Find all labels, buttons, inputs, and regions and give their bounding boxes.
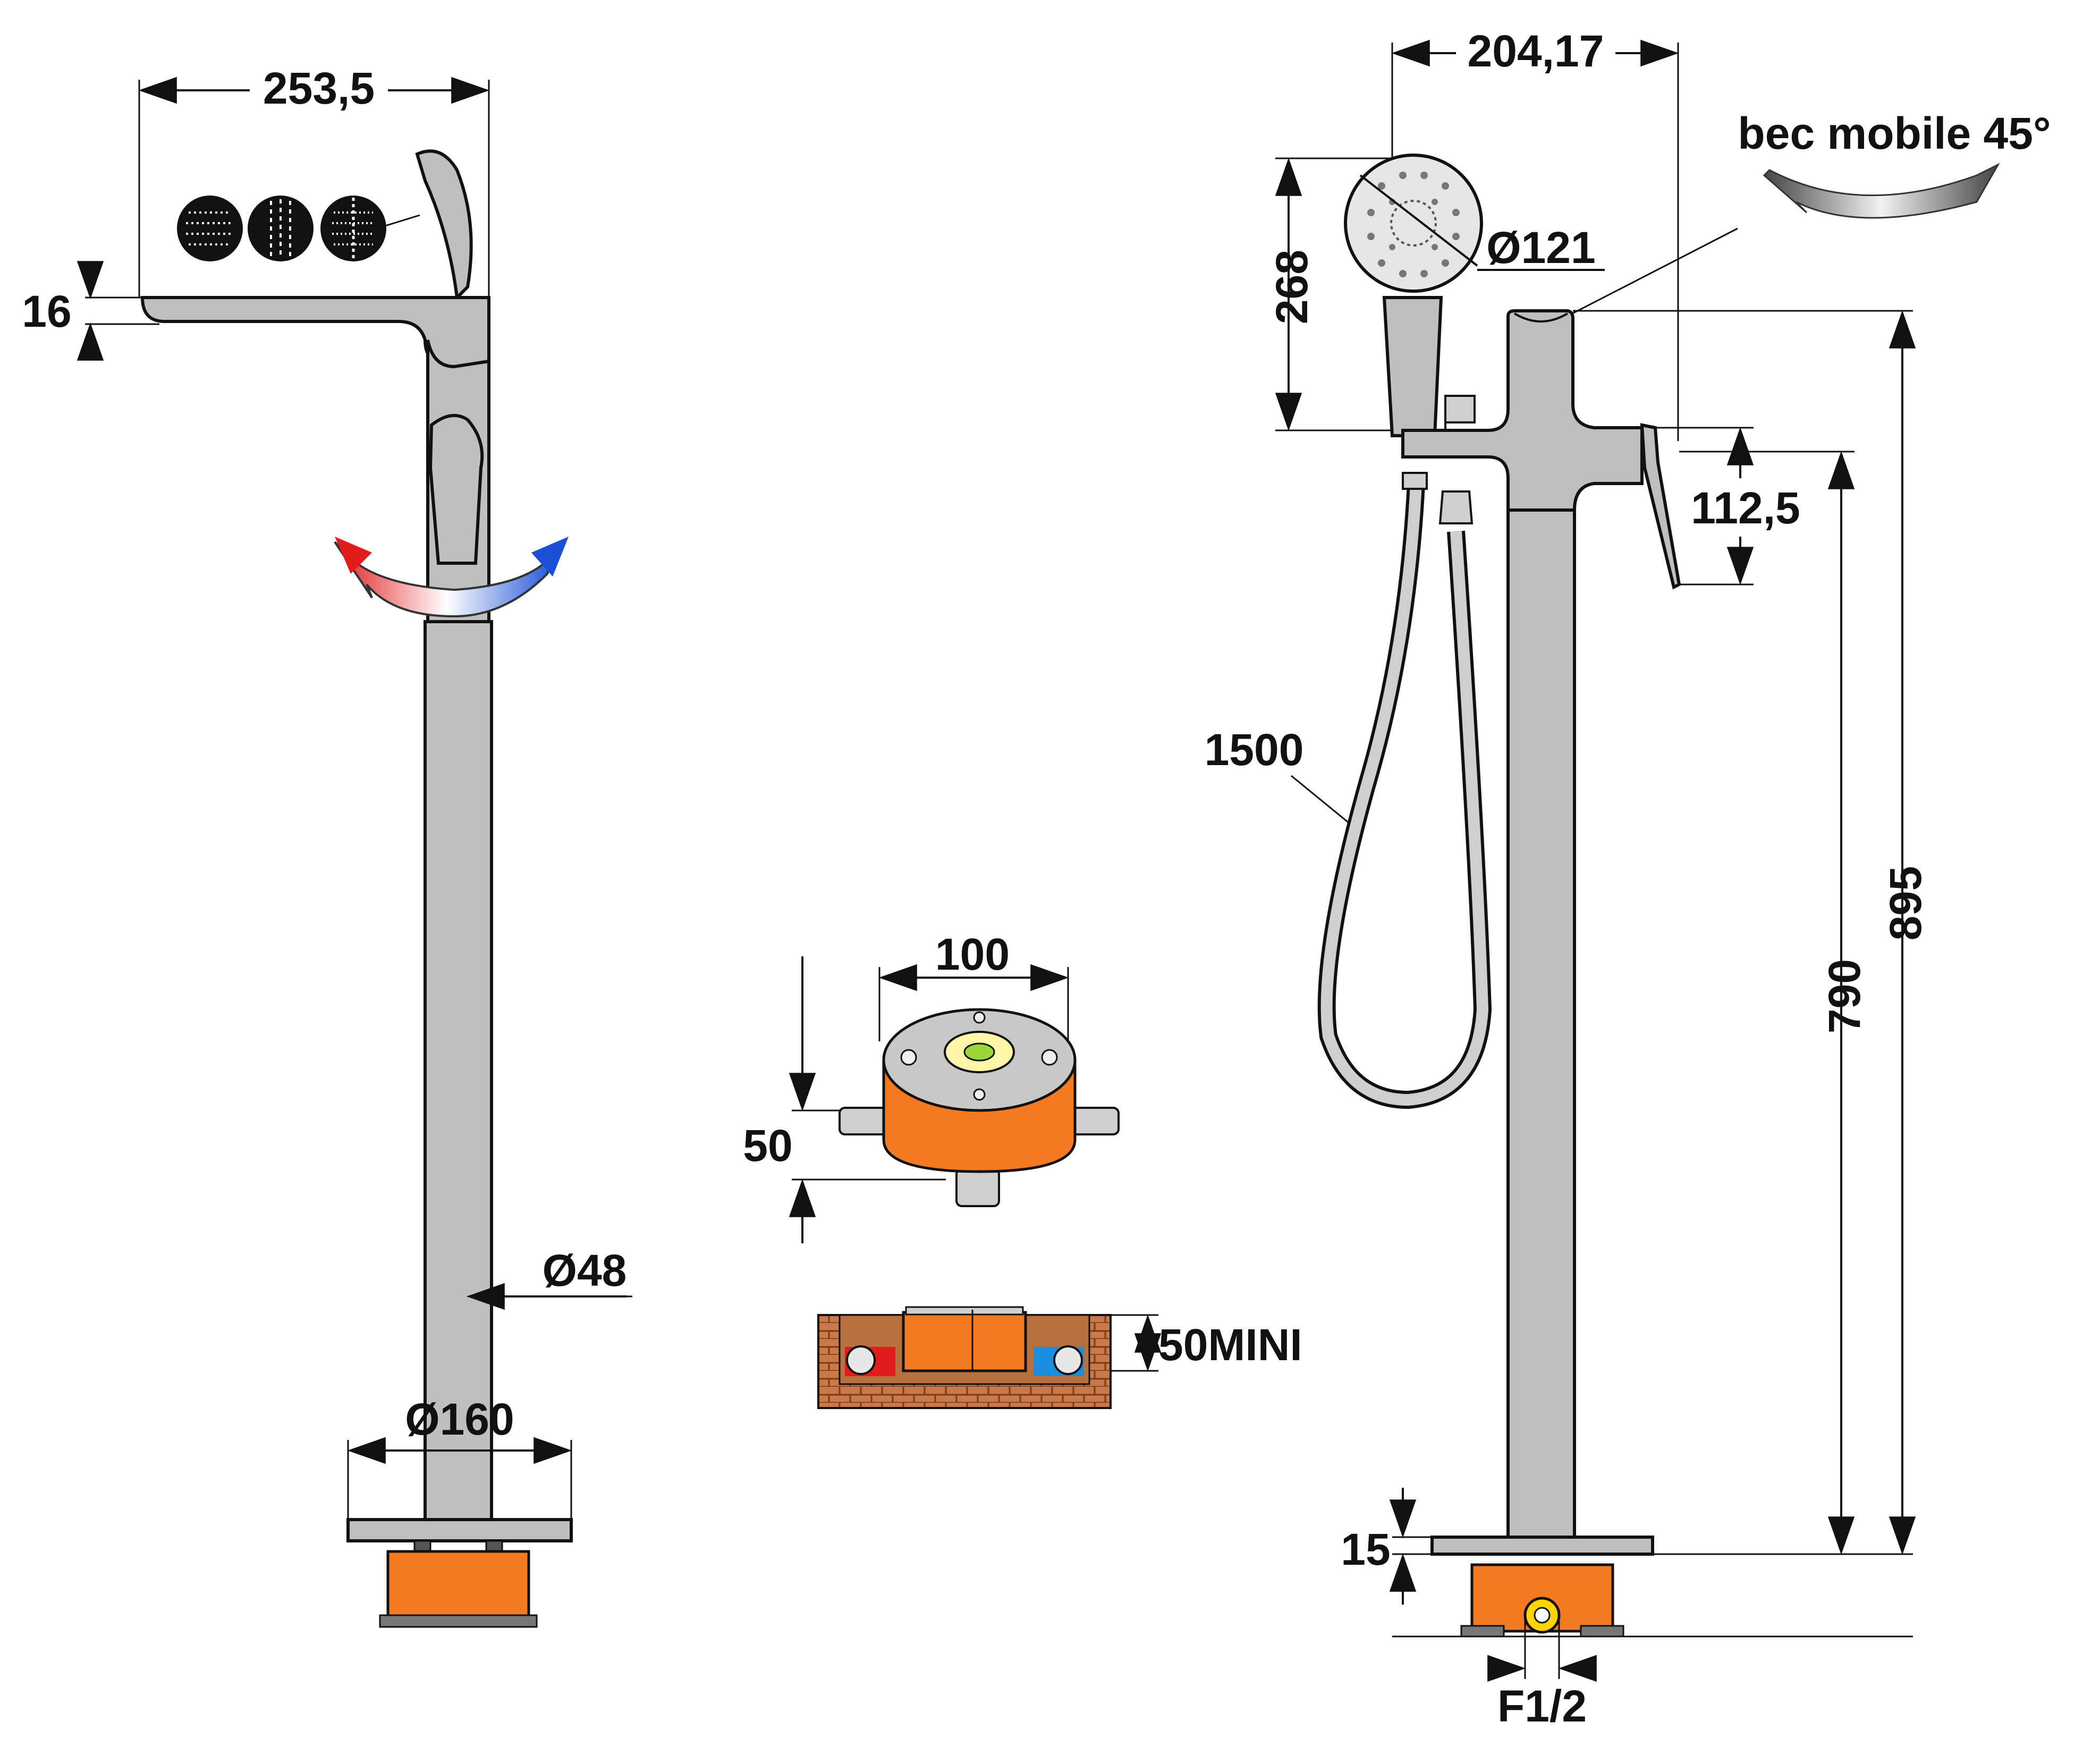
shower-head bbox=[1344, 154, 1483, 437]
dim-outlet-height: 790 bbox=[1819, 959, 1869, 1033]
spray-mode-jet-icon bbox=[248, 196, 314, 261]
dim-total-height: 895 bbox=[1881, 866, 1930, 940]
mixer-lever bbox=[428, 414, 484, 565]
dim-base-diameter: Ø160 bbox=[405, 1394, 514, 1444]
dim-box-width: 100 bbox=[935, 929, 1010, 979]
dim-shower-diameter: Ø121 bbox=[1486, 223, 1596, 273]
mounting-box bbox=[386, 1550, 530, 1622]
column-pipe bbox=[424, 620, 493, 1521]
spout-rotation-label: bec mobile 45° bbox=[1738, 108, 2051, 158]
swivel-arrow-icon bbox=[1763, 163, 2000, 219]
mounting-box-detail: 100 50 50MINI bbox=[743, 929, 1302, 1409]
spray-mode-rain-icon bbox=[177, 196, 243, 261]
dim-outlet-reach: 204,17 bbox=[1468, 26, 1604, 76]
dim-pipe-diameter: Ø48 bbox=[543, 1245, 627, 1295]
level-bubble-icon bbox=[944, 1031, 1015, 1073]
shower-head-profile bbox=[415, 149, 473, 301]
spout-arm bbox=[140, 296, 490, 369]
base-plate bbox=[346, 1518, 573, 1542]
dim-connection: F1/2 bbox=[1497, 1681, 1587, 1731]
base-plate-front bbox=[1430, 1536, 1654, 1556]
dim-box-height: 50 bbox=[743, 1121, 792, 1171]
column-pipe-front bbox=[1506, 508, 1576, 1540]
dim-install-depth: 50MINI bbox=[1158, 1320, 1302, 1370]
front-view: 204,17 bec mobile 45° 268 Ø121 bbox=[1205, 26, 2051, 1731]
dim-width-top: 253,5 bbox=[263, 63, 375, 113]
side-view: 253,5 16 bbox=[22, 63, 632, 1628]
mixer-lever-front bbox=[1640, 423, 1681, 590]
dim-base-thickness: 15 bbox=[1341, 1524, 1390, 1574]
dim-hose-length: 1500 bbox=[1205, 725, 1304, 775]
spray-mode-mix-icon bbox=[320, 196, 386, 261]
dim-thickness: 16 bbox=[22, 286, 71, 336]
dim-lever-height: 112,5 bbox=[1691, 483, 1800, 533]
dim-shower-length: 268 bbox=[1267, 250, 1317, 324]
